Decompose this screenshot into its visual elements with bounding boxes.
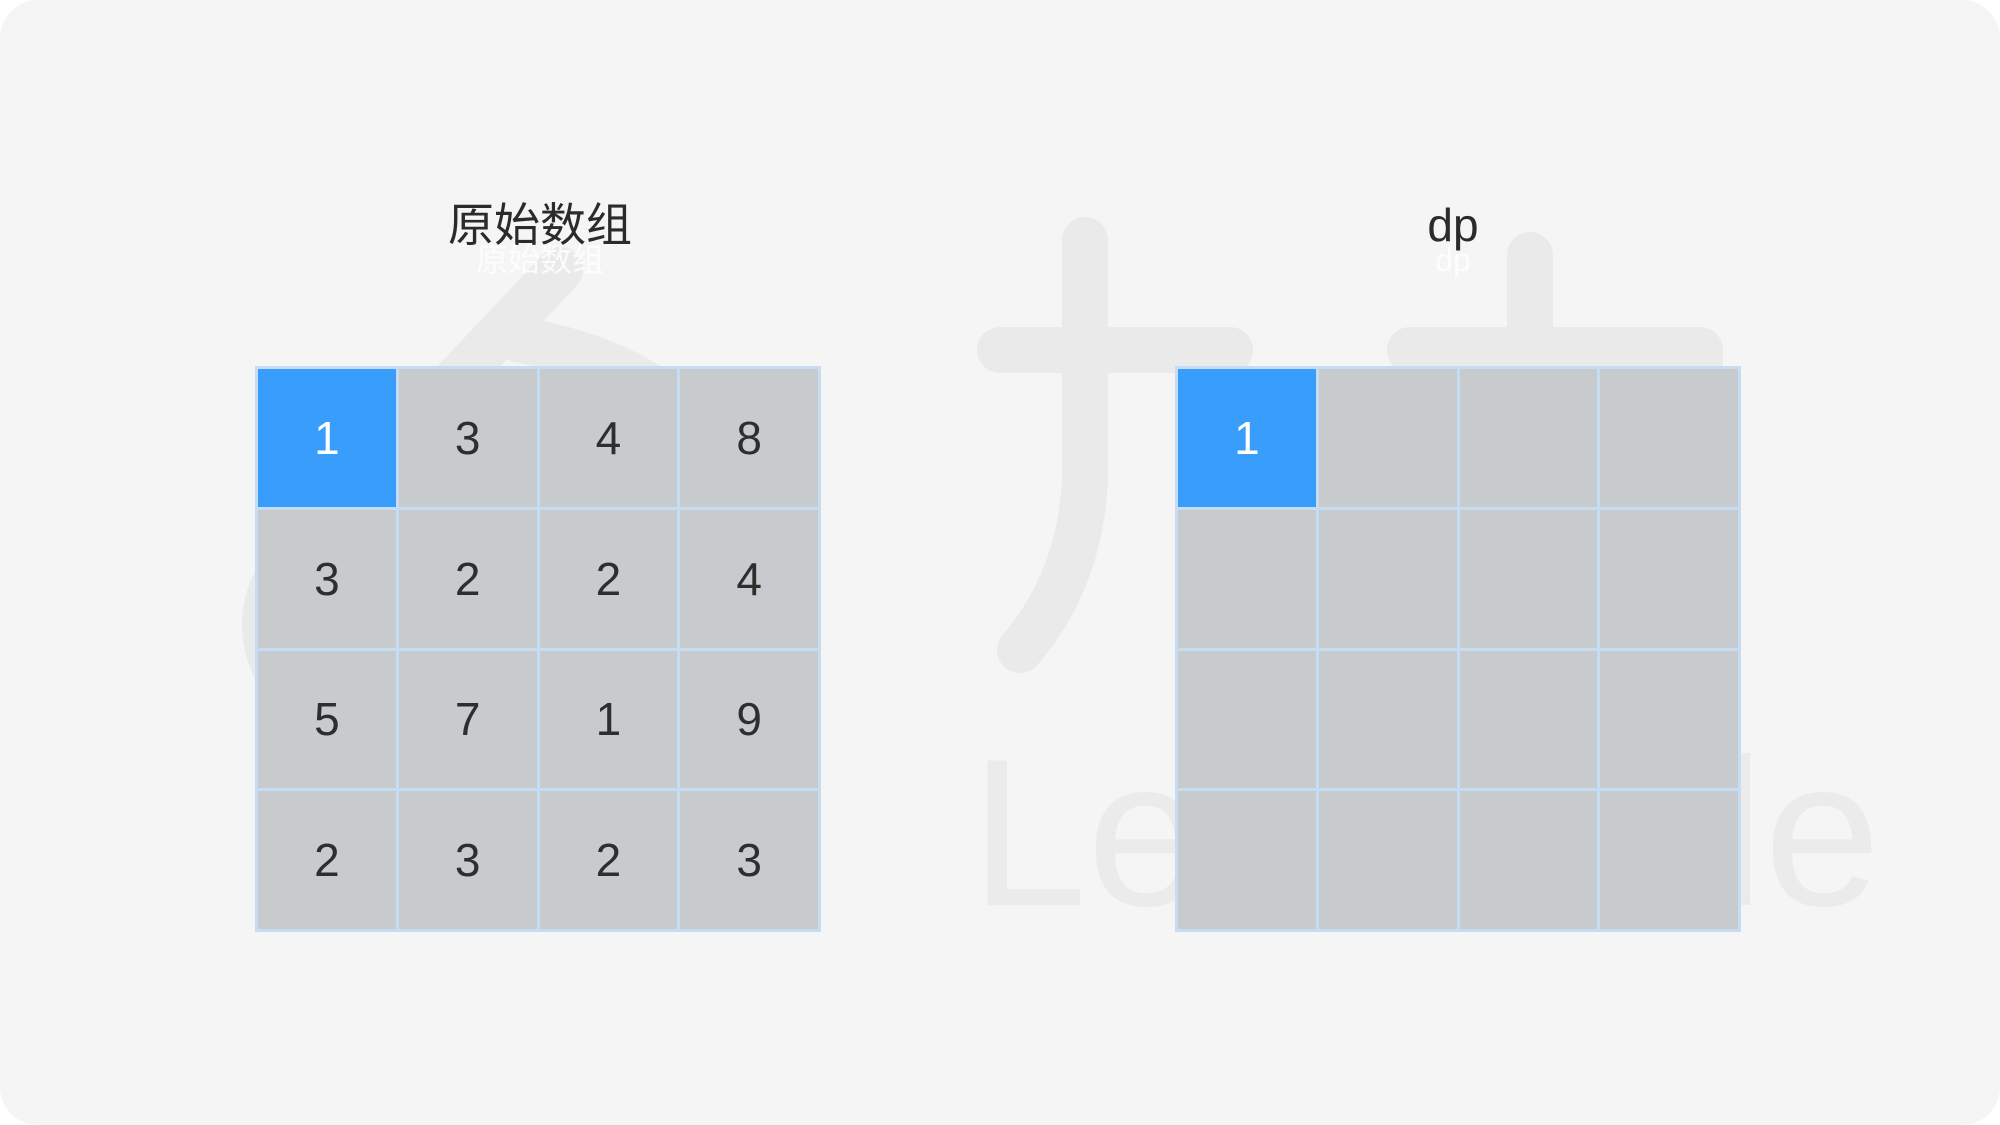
- original-array-cell-1-2: 2: [539, 509, 678, 648]
- original-array-cell-0-1: 3: [398, 369, 537, 507]
- original-array-cell-2-2: 1: [539, 650, 678, 789]
- dp-cell-2-2: [1459, 650, 1598, 789]
- original-array-cell-0-0: 1: [258, 369, 396, 507]
- dp-cell-3-3: [1600, 791, 1738, 929]
- original-array-cell-2-0: 5: [258, 650, 396, 789]
- dp-cell-2-1: [1318, 650, 1457, 789]
- original-array-cell-3-0: 2: [258, 791, 396, 929]
- dp-cell-1-3: [1600, 509, 1738, 648]
- dp-cell-1-2: [1459, 509, 1598, 648]
- original-array-cell-0-2: 4: [539, 369, 678, 507]
- dp-cell-2-3: [1600, 650, 1738, 789]
- original-array-cell-1-0: 3: [258, 509, 396, 648]
- dp-title-shadow: dp: [1435, 242, 1471, 278]
- original-array-cell-3-3: 3: [680, 791, 818, 929]
- dp-cell-1-1: [1318, 509, 1457, 648]
- dp-cell-0-2: [1459, 369, 1598, 507]
- dp-cell-0-1: [1318, 369, 1457, 507]
- dp-cell-0-3: [1600, 369, 1738, 507]
- dp-cell-3-1: [1318, 791, 1457, 929]
- original-array-cell-0-3: 8: [680, 369, 818, 507]
- dp-cell-2-0: [1178, 650, 1316, 789]
- original-array-title: 原始数组: [448, 198, 632, 252]
- original-array-cell-2-1: 7: [398, 650, 537, 789]
- dp-cell-3-2: [1459, 791, 1598, 929]
- dp-cell-3-0: [1178, 791, 1316, 929]
- original-array-cell-2-3: 9: [680, 650, 818, 789]
- dp-title: dp: [1427, 199, 1479, 251]
- original-array-cell-3-1: 3: [398, 791, 537, 929]
- original-array-cell-3-2: 2: [539, 791, 678, 929]
- original-array-cell-1-1: 2: [398, 509, 537, 648]
- dp-grid: 1: [1175, 366, 1741, 932]
- original-array-cell-1-3: 4: [680, 509, 818, 648]
- dp-cell-1-0: [1178, 509, 1316, 648]
- dp-cell-0-0: 1: [1178, 369, 1316, 507]
- original-array-title-shadow: 原始数组: [475, 241, 604, 279]
